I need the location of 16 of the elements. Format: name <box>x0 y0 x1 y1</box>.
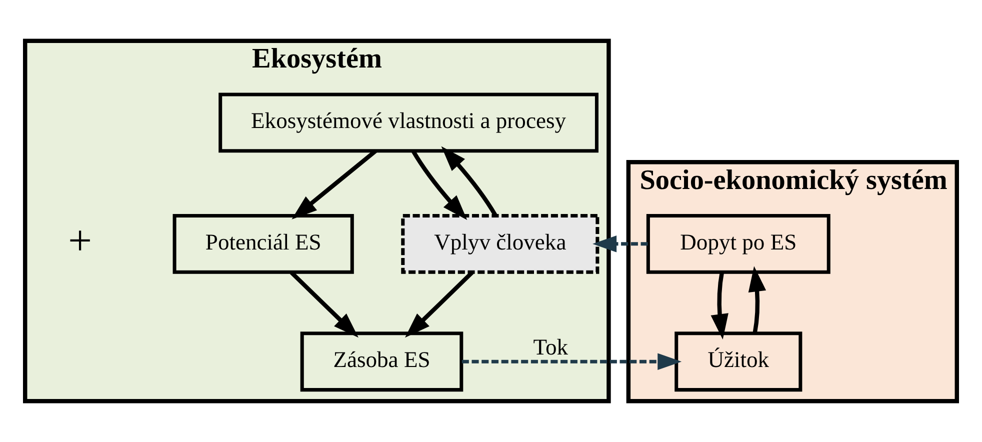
node-box: Zásoba ES <box>300 332 464 392</box>
node-box: Vplyv človeka <box>401 214 600 274</box>
edge-label: Tok <box>533 334 568 360</box>
arrow <box>290 271 358 338</box>
arrow <box>592 236 648 252</box>
node-box: Ekosystémové vlastnosti a procesy <box>218 92 598 153</box>
arrow <box>405 271 474 338</box>
node-box: Potenciál ES <box>172 214 354 274</box>
node-box: Dopyt po ES <box>646 214 830 274</box>
label: + <box>68 217 92 264</box>
arrow <box>710 272 728 340</box>
arrow <box>411 150 468 220</box>
arrow <box>441 146 498 216</box>
arrow <box>748 266 766 334</box>
node-box: Úžitok <box>674 332 802 392</box>
arrow <box>462 353 682 370</box>
